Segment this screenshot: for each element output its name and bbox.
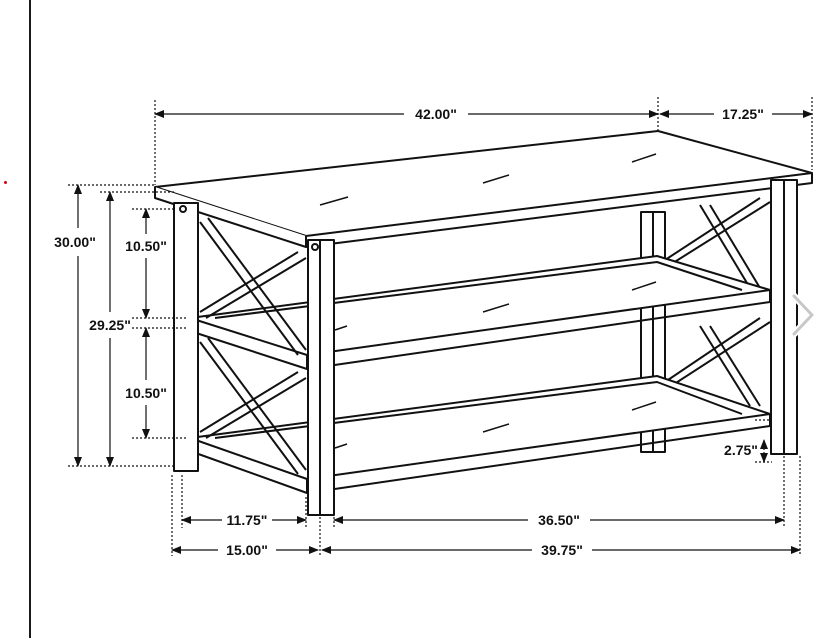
dim-lower-shelf-gap: 10.50": [125, 385, 167, 401]
lower-shelf: [189, 375, 771, 494]
table-top: [154, 130, 813, 248]
dim-overall-height: 30.00": [54, 234, 96, 250]
dim-height-to-top-shelf: 29.25": [89, 317, 131, 333]
left-side-frame: [199, 217, 307, 475]
next-image-button[interactable]: [786, 292, 820, 338]
dim-floor-clearance: 2.75": [724, 442, 758, 458]
chevron-right-icon: [790, 292, 816, 338]
dimension-lines: [68, 97, 813, 556]
dim-inner-width: 36.50": [538, 512, 580, 528]
dimension-labels: 42.00" 17.25" 30.00" 29.25" 10.50" 10.50…: [54, 106, 764, 558]
dim-upper-shelf-gap: 10.50": [125, 238, 167, 254]
accent-dot: [4, 181, 7, 184]
left-legs: [173, 202, 335, 516]
dim-overall-width: 42.00": [415, 106, 457, 122]
front-right-leg: [770, 179, 798, 455]
dim-lower-width: 39.75": [541, 542, 583, 558]
dim-inner-side-depth: 11.75": [227, 512, 268, 528]
viewer-left-border: [29, 0, 31, 638]
console-table-illustration: [154, 130, 813, 516]
dim-outer-side-depth: 15.00": [226, 542, 268, 558]
dim-overall-depth: 17.25": [722, 106, 764, 122]
right-side-frame: [664, 197, 771, 407]
